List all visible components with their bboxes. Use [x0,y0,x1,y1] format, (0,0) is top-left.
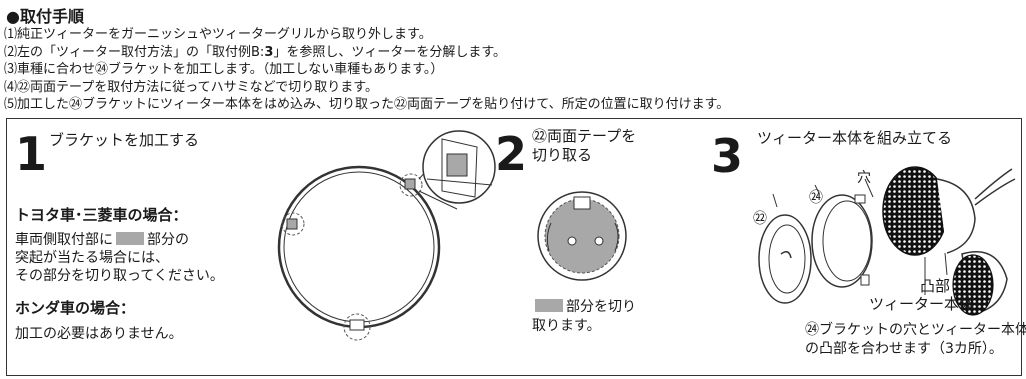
tweeter-assembly-illustration [758,166,1016,316]
cut-area-swatch [116,232,144,245]
label-22: ㉒ [753,211,767,227]
step1-title: ブラケットを加工する [49,131,200,149]
tape-illustration [537,191,627,281]
step-line-2-bold: 3 [264,44,274,60]
bracket-ring-illustration [277,130,496,341]
toyota-line1-b: 部分の [147,232,189,248]
step-line-1: ⑴純正ツィーターをガーニッシュやツィーターグリルから取り外します。 [4,27,432,42]
illustration-panel: 1 ブラケットを加工する トヨタ車･三菱車の場合： 車両側取付部に 部分の 突起が… [6,118,1026,376]
label-body: ツィーター本体 [869,295,975,313]
step2-title-line1: ㉒両面テープを [532,127,637,145]
page-title: ●取付手順 [6,7,84,26]
label-24: ㉔ [809,190,823,206]
toyota-line2: 突起が当たる場合には、 [15,250,169,266]
step-line-4: ⑷㉒両面テープを取付方法に従ってハサミなどで切り取ります。 [4,79,379,95]
toyota-heading: トヨタ車･三菱車の場合： [15,206,188,224]
honda-text: 加工の必要はありません。 [15,326,183,342]
toyota-line1: 車両側取付部に 部分の [15,229,189,249]
step2-caption-a: 部分を切り [532,296,636,316]
step3-number: 3 [711,129,744,183]
step2-title-line2: 切り取る [532,146,593,164]
step-line-2-b: 」を参照し、ツィーターを分解します。 [273,44,507,60]
step2-caption-a-text: 部分を切り [566,299,636,315]
toyota-line3: その部分を切り取ってください。 [15,268,224,284]
step3-caption-line2: の凸部を合わせます（3カ所）。 [805,341,1003,357]
step-line-5: ⑸加工した㉔ブラケットにツィーター本体をはめ込み、切り取った㉒両面テープを貼り付… [4,97,730,112]
step2-caption-b: 取ります。 [532,318,601,334]
step1-number: 1 [15,127,48,181]
step3-title: ツィーター本体を組み立てる [757,129,953,147]
step-line-3: ⑶車種に合わせ㉔ブラケットを加工します。（加工しない車種もあります。） [4,62,444,77]
toyota-line1-a: 車両側取付部に [15,232,113,248]
label-hole: 穴 [857,170,871,186]
step3-caption-line1: ㉔ブラケットの穴とツィーター本体 [805,322,1026,338]
step-line-2: ⑵左の「ツィーター取付方法」の「取付例B:3」を参照し、ツィーターを分解します。 [4,44,729,62]
procedure-list: ⑴純正ツィーターをガーニッシュやツィーターグリルから取り外します。 ⑵左の「ツィ… [4,26,729,114]
label-boss: 凸部 [920,277,951,295]
step-line-2-a: ⑵左の「ツィーター取付方法」の「取付例B: [4,44,265,60]
step2-number: 2 [495,127,528,181]
cut-area-swatch-2 [535,299,563,312]
honda-heading: ホンダ車の場合： [15,299,136,317]
